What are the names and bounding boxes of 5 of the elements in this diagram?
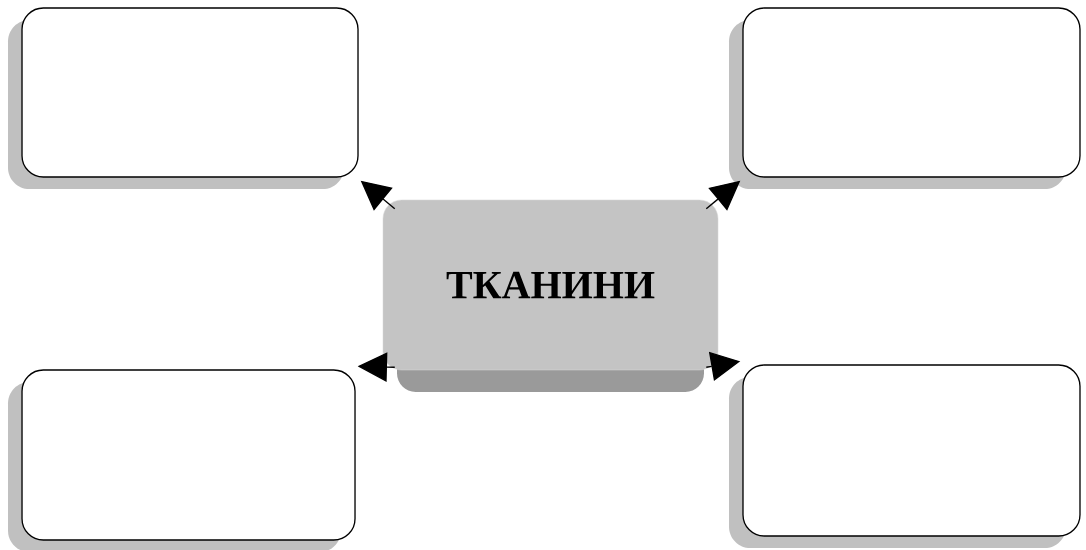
empty-box bbox=[729, 364, 1081, 548]
empty-box bbox=[8, 7, 359, 189]
topic-box: ТКАНИНИ bbox=[382, 199, 719, 392]
empty-box bbox=[729, 7, 1081, 189]
empty-box bbox=[8, 369, 356, 550]
